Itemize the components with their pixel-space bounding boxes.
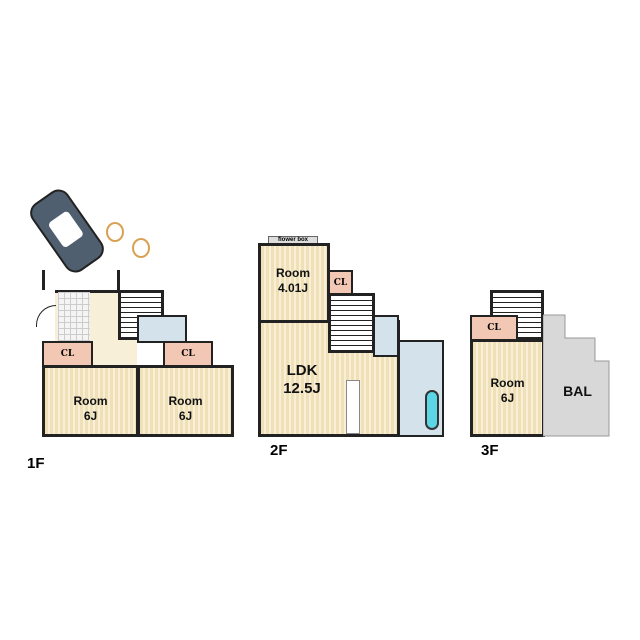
car-windshield [47, 210, 85, 249]
room-1f-a: Room [42, 365, 139, 437]
room-size: 6J [83, 409, 98, 423]
room-name: Room [276, 266, 310, 280]
bathtub [425, 390, 439, 430]
entrance-door[interactable] [36, 305, 56, 327]
floor-label: 2F [270, 442, 288, 459]
room-name: Room [73, 393, 108, 408]
closet: CL [163, 341, 213, 367]
room-size: 4.01J [277, 281, 309, 295]
balcony [543, 314, 610, 437]
stairs [328, 293, 375, 353]
room-1f-b: Room [137, 365, 234, 437]
toilet [373, 315, 399, 357]
bicycle-icon [132, 238, 150, 258]
room-2f [258, 243, 330, 323]
room-size: 6J [500, 391, 515, 405]
car-icon [25, 184, 109, 278]
floor-label: 3F [481, 442, 499, 459]
genkan-tile [58, 292, 90, 342]
room-name: Room [168, 393, 203, 408]
wall [117, 270, 120, 290]
kitchen-counter [346, 380, 360, 434]
toilet [137, 315, 187, 343]
room-name: LDK [286, 362, 318, 379]
closet: CL [470, 315, 518, 341]
room-size: 12.5J [283, 380, 321, 397]
room-size: 6J [178, 409, 193, 423]
floor-label: 1F [27, 455, 45, 472]
room-name: Room [490, 376, 525, 390]
bicycle-icon [106, 222, 124, 242]
balcony-label: BAL [563, 383, 592, 399]
closet: CL [42, 341, 93, 367]
wall [42, 270, 45, 290]
closet: CL [328, 270, 353, 295]
balcony-floor [543, 314, 610, 437]
